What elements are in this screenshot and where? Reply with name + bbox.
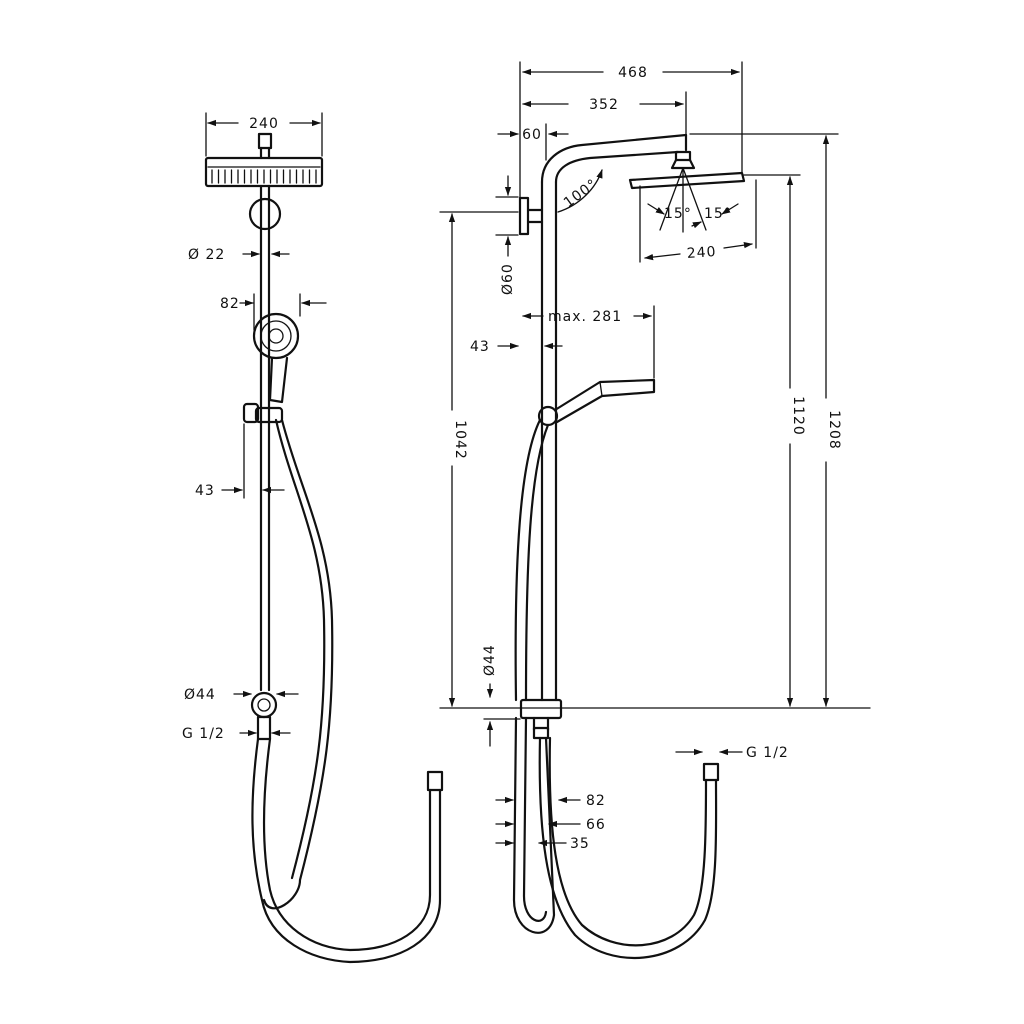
- side-holder-offset-label: 43: [470, 339, 490, 355]
- side-outlet-diameter-label: Ø44: [482, 644, 498, 676]
- front-overhead-head: [204, 132, 324, 188]
- side-flange-diameter-label: Ø60: [500, 263, 516, 295]
- side-connection-thread-label: G 1/2: [746, 745, 789, 761]
- side-max-slider-label: max. 281: [548, 309, 622, 325]
- side-height-1042-label: 1042: [452, 420, 468, 460]
- front-outlet-diameter-label: Ø44: [184, 687, 216, 703]
- side-depth-66-label: 66: [586, 817, 606, 833]
- front-head-width-label: 240: [249, 116, 279, 132]
- side-depth-35-label: 35: [570, 836, 590, 852]
- side-wall-offset-label: 60: [522, 127, 542, 143]
- side-view: 468 352 60 100° 15° 15° 240 Ø60 max.: [439, 61, 871, 960]
- side-tilt-left-label: 15°: [664, 206, 692, 222]
- front-arm-diameter-label: Ø 22: [188, 247, 225, 263]
- side-arm-angle-label: 100°: [561, 176, 601, 211]
- side-height-1208-label: 1208: [826, 410, 842, 450]
- side-arm-reach-label: 352: [589, 97, 619, 113]
- side-total-reach-label: 468: [618, 65, 648, 81]
- front-view: 240 Ø 22 82 43 Ø44 G 1/2: [182, 112, 444, 964]
- front-hand-shower-width-label: 82: [220, 296, 240, 312]
- front-hand-shower: [252, 312, 300, 404]
- side-depth-82-label: 82: [586, 793, 606, 809]
- side-height-1120-label: 1120: [790, 396, 806, 436]
- front-holder-offset-label: 43: [195, 483, 215, 499]
- side-head-width-label: 240: [686, 244, 717, 262]
- front-connection-thread-label: G 1/2: [182, 726, 225, 742]
- side-tilt-right-label: 15°: [704, 206, 732, 222]
